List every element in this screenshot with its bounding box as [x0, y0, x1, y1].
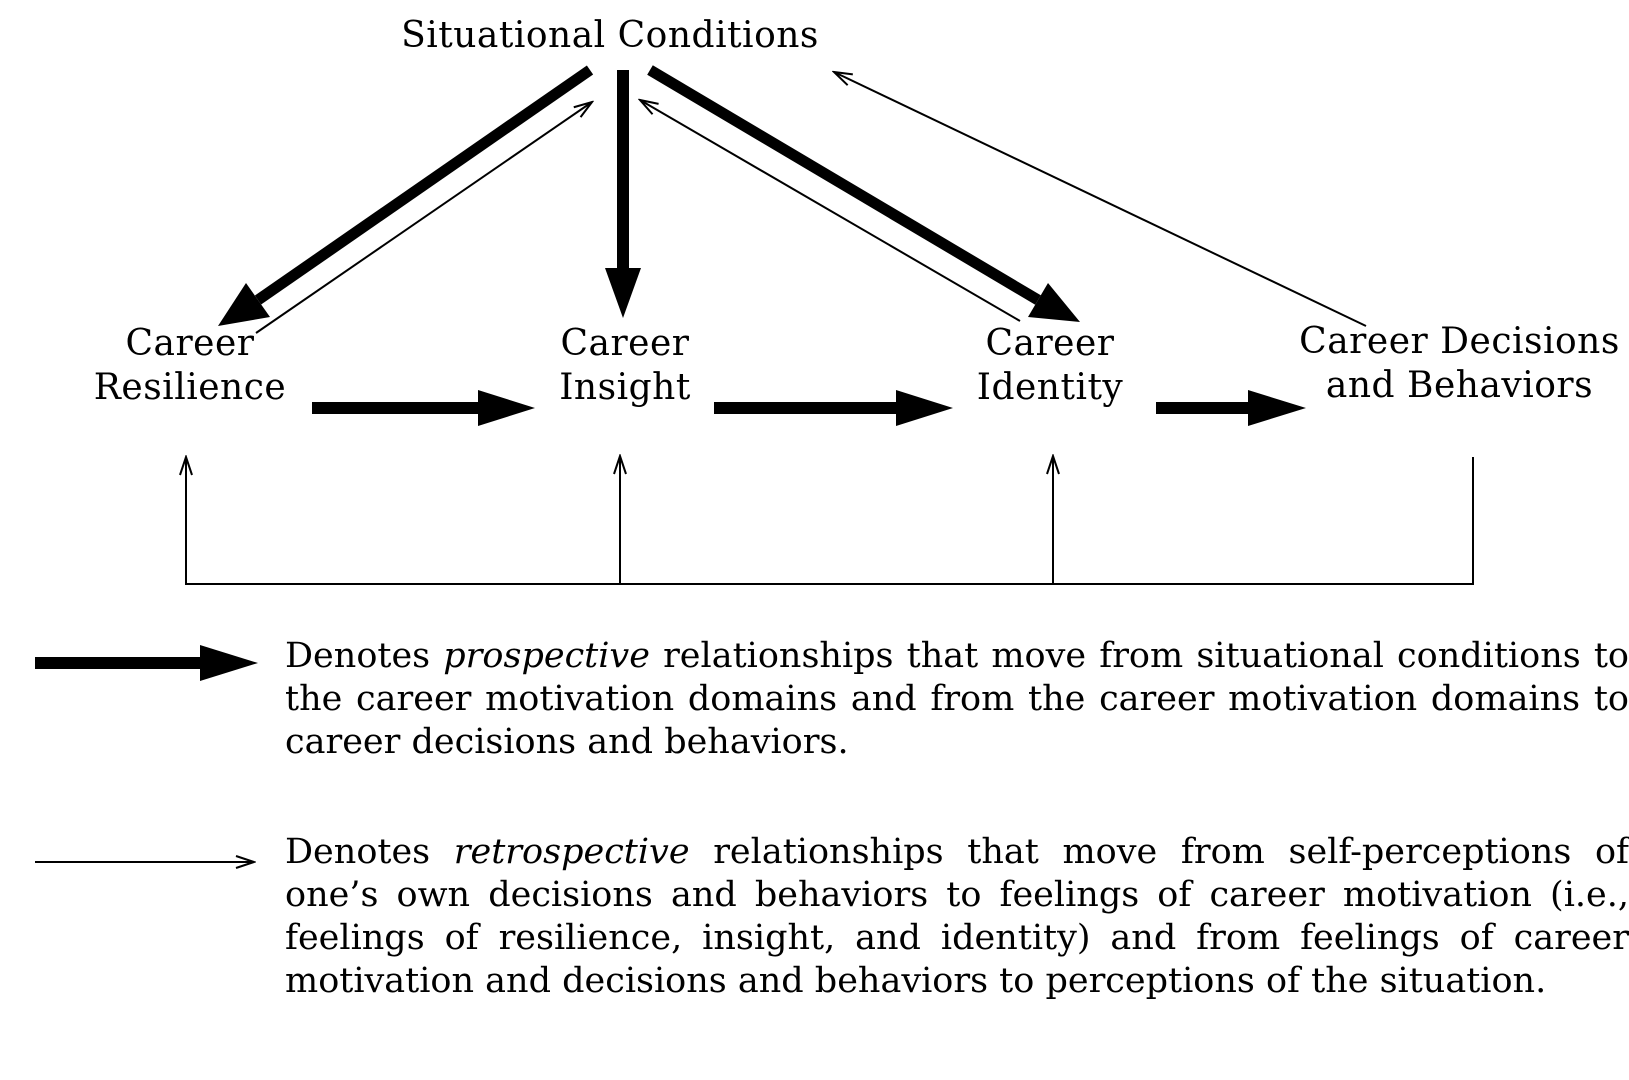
node-label-line1: Career [985, 323, 1115, 364]
prospective-arrow-situational-to-resilience [218, 65, 594, 326]
legend-prefix: Denotes [285, 636, 444, 676]
node-career-insight: Career Insight [500, 322, 750, 410]
legend-prefix: Denotes [285, 832, 454, 872]
node-label-line2: Identity [976, 367, 1124, 408]
legend-prospective-text: Denotes prospective relationships that m… [285, 635, 1629, 764]
node-label-line1: Career [560, 323, 690, 364]
legend-prospective-arrow [35, 645, 258, 681]
retrospective-arrow-identity-to-situational [640, 100, 1021, 322]
node-label: Situational Conditions [401, 15, 819, 56]
prospective-arrow-identity-to-decisions [1156, 390, 1306, 426]
feedback-loop-line [186, 457, 1474, 585]
legend-keyword-prospective: prospective [443, 636, 650, 676]
retrospective-arrow-decisions-to-situational [834, 72, 1367, 327]
node-label-line1: Career Decisions [1299, 321, 1620, 362]
node-career-identity: Career Identity [920, 322, 1180, 410]
node-situational-conditions: Situational Conditions [380, 14, 840, 58]
prospective-arrow-resilience-to-insight [312, 390, 535, 426]
retrospective-arrow-resilience-to-situational [255, 102, 592, 334]
prospective-arrow-situational-to-identity [647, 65, 1080, 322]
legend-keyword-retrospective: retrospective [453, 832, 690, 872]
node-career-resilience: Career Resilience [70, 322, 310, 410]
prospective-arrow-situational-to-insight [605, 70, 641, 318]
prospective-arrow-insight-to-identity [714, 390, 953, 426]
node-label-line2: Insight [559, 367, 691, 408]
legend-retrospective-text: Denotes retrospective relationships that… [285, 831, 1629, 1003]
node-career-decisions-and-behaviors: Career Decisions and Behaviors [1290, 320, 1629, 408]
node-label-line2: and Behaviors [1325, 365, 1594, 406]
node-label-line1: Career [125, 323, 255, 364]
node-label-line2: Resilience [93, 367, 287, 408]
legend-description: relationships that move from situational… [285, 636, 1629, 762]
legend-description: relationships that move from self-percep… [285, 832, 1629, 1001]
